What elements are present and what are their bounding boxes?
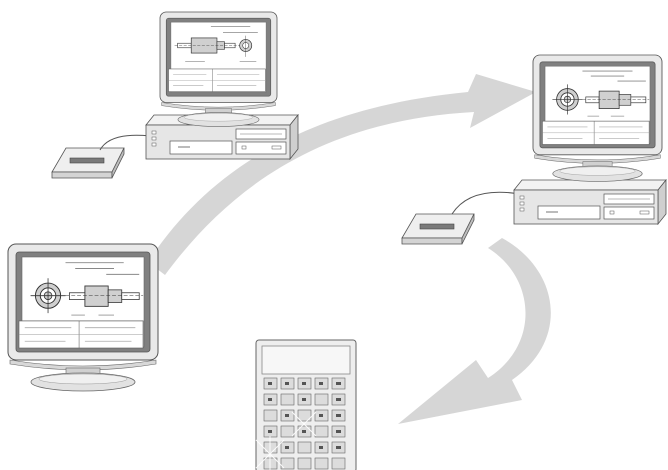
cnc-control-panel bbox=[255, 339, 357, 470]
monitor bbox=[532, 54, 663, 182]
disk-drive-device bbox=[51, 147, 125, 179]
monitor-left bbox=[7, 243, 159, 392]
monitor bbox=[159, 11, 278, 128]
flow-arrow-upper bbox=[148, 74, 536, 275]
flow-arrow-lower bbox=[398, 238, 551, 424]
desktop-tower bbox=[513, 179, 667, 225]
key-markers bbox=[268, 382, 341, 449]
drive-cable bbox=[451, 191, 521, 215]
workstation-right bbox=[401, 54, 667, 245]
disk-drive-device bbox=[401, 213, 475, 245]
display-area bbox=[261, 345, 351, 375]
sparkle-highlight bbox=[255, 411, 317, 470]
drive-cable bbox=[99, 134, 151, 151]
workstation-top-center bbox=[51, 11, 299, 179]
